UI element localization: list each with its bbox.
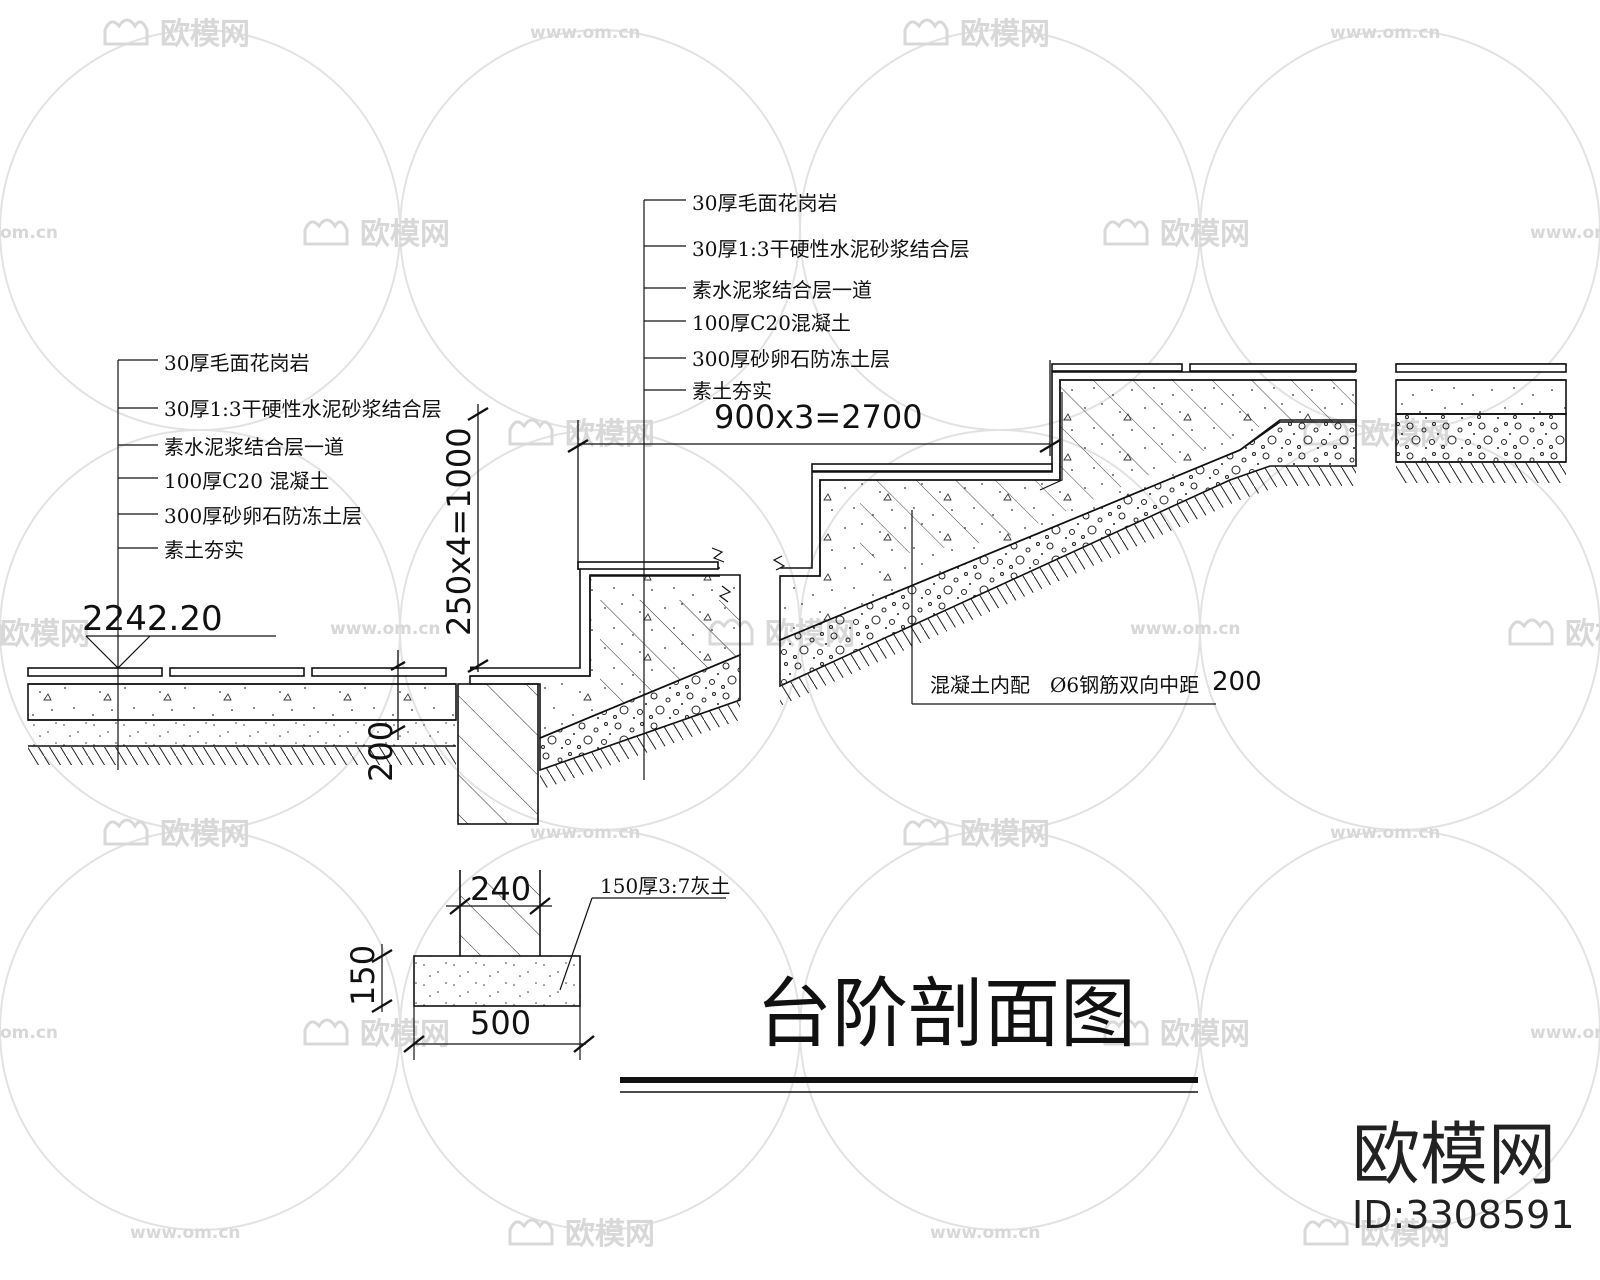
svg-text:欧模网: 欧模网 (0, 617, 90, 652)
rise-dimension (467, 404, 489, 674)
watermark-logo-3: 欧模网 (303, 217, 450, 252)
watermark-url: www.om.cn (130, 1223, 241, 1243)
left-layer-4: 100厚C20 混凝土 (164, 469, 329, 493)
rebar-note-bar: Ø6钢筋双向中距 (1050, 673, 1199, 697)
watermark-logo-2: 欧模网 (903, 17, 1050, 52)
svg-text:欧模网: 欧模网 (960, 17, 1050, 52)
watermark-url: om.cn (0, 223, 58, 243)
footing-base-label: 500 (470, 1004, 531, 1042)
svg-text:欧模网: 欧模网 (160, 817, 250, 852)
far-right-section (1395, 363, 1567, 483)
watermark-url: www.om.cn (1330, 23, 1441, 43)
right-layer-2: 30厚1:3干硬性水泥砂浆结合层 (692, 237, 970, 261)
elevation-label: 2242.20 (82, 599, 223, 639)
footing-note: 150厚3:7灰土 (600, 874, 730, 898)
svg-text:欧模网: 欧模网 (1565, 617, 1600, 652)
watermark-logo-9: 欧模网 (1508, 617, 1600, 652)
svg-text:欧模网: 欧模网 (1160, 1017, 1250, 1052)
svg-text:欧模网: 欧模网 (1160, 217, 1250, 252)
right-layer-1: 30厚毛面花岗岩 (692, 191, 837, 215)
drawing-title: 台阶剖面图 (756, 969, 1136, 1058)
watermark-url: www.om.cn (930, 1223, 1041, 1243)
svg-text:欧模网: 欧模网 (1360, 1217, 1450, 1252)
svg-text:欧模网: 欧模网 (360, 1017, 450, 1052)
left-layer-5: 300厚砂卵石防冻土层 (164, 504, 362, 528)
footing-width-label: 240 (470, 870, 531, 908)
watermark-logo-14: 欧模网 (508, 1217, 655, 1252)
left-layer-6: 素土夯实 (164, 538, 244, 562)
left-layer-3: 素水泥浆结合层一道 (164, 435, 344, 459)
left-layer-labels: 30厚毛面花岗岩 30厚1:3干硬性水泥砂浆结合层 素水泥浆结合层一道 100厚… (164, 351, 442, 562)
watermark-url: www.om.cn (1130, 619, 1241, 639)
brand-logo: 欧模网 (1352, 1116, 1556, 1195)
right-layer-6: 素土夯实 (692, 379, 772, 403)
watermark-logo-11: 欧模网 (903, 817, 1050, 852)
svg-text:欧模网: 欧模网 (960, 817, 1050, 852)
rebar-note-text: 混凝土内配 (930, 673, 1030, 697)
watermark-url: om.cn (0, 1023, 58, 1043)
stair-upper-section (772, 363, 1357, 706)
right-layer-5: 300厚砂卵石防冻土层 (692, 347, 890, 371)
svg-text:欧模网: 欧模网 (565, 1217, 655, 1252)
run-dimension (567, 360, 1061, 570)
left-layer-1: 30厚毛面花岗岩 (164, 351, 309, 375)
watermark-url: www.om.cn (530, 823, 641, 843)
watermark-url: www.om.cn (1330, 823, 1441, 843)
watermark-url: www.om.cn (1530, 1023, 1600, 1043)
watermark-logo-10: 欧模网 (103, 817, 250, 852)
right-layer-3: 素水泥浆结合层一道 (692, 278, 872, 302)
paving-dimension-label: 200 (362, 721, 400, 782)
stair-lower-section (457, 547, 741, 825)
watermark-logo-1: 欧模网 (103, 17, 250, 52)
right-layer-4: 100厚C20混凝土 (692, 311, 851, 335)
footing-height-label: 150 (344, 945, 382, 1006)
watermark-logo-15: 欧模网 (1303, 1217, 1450, 1252)
watermark-url: www.om.cn (530, 23, 641, 43)
run-dimension-label: 900x3=2700 (714, 398, 923, 436)
left-layer-2: 30厚1:3干硬性水泥砂浆结合层 (164, 397, 442, 421)
watermark-logo-4: 欧模网 (1103, 217, 1250, 252)
rise-dimension-label: 250x4=1000 (440, 427, 478, 636)
footing-detail (371, 870, 726, 1060)
watermark-logo-7: 欧模网 (0, 617, 90, 652)
brand-id: ID:3308591 (1352, 1193, 1575, 1237)
watermark-logo-13: 欧模网 (1103, 1017, 1250, 1052)
svg-text:欧模网: 欧模网 (360, 217, 450, 252)
svg-text:欧模网: 欧模网 (160, 17, 250, 52)
paving-dimension (390, 650, 406, 740)
right-leader (643, 199, 686, 780)
watermark-url: www.om.cn (330, 619, 441, 639)
rebar-note: 混凝土内配 Ø6钢筋双向中距 200 (930, 667, 1262, 697)
watermark-logo-12: 欧模网 (303, 1017, 450, 1052)
watermark-logo-5: 欧模网 (508, 417, 655, 452)
right-layer-labels: 30厚毛面花岗岩 30厚1:3干硬性水泥砂浆结合层 素水泥浆结合层一道 100厚… (692, 191, 970, 403)
left-pavement-section (27, 359, 457, 770)
watermark-url: www.om.cn (1530, 223, 1600, 243)
rebar-note-spacing: 200 (1212, 667, 1262, 697)
